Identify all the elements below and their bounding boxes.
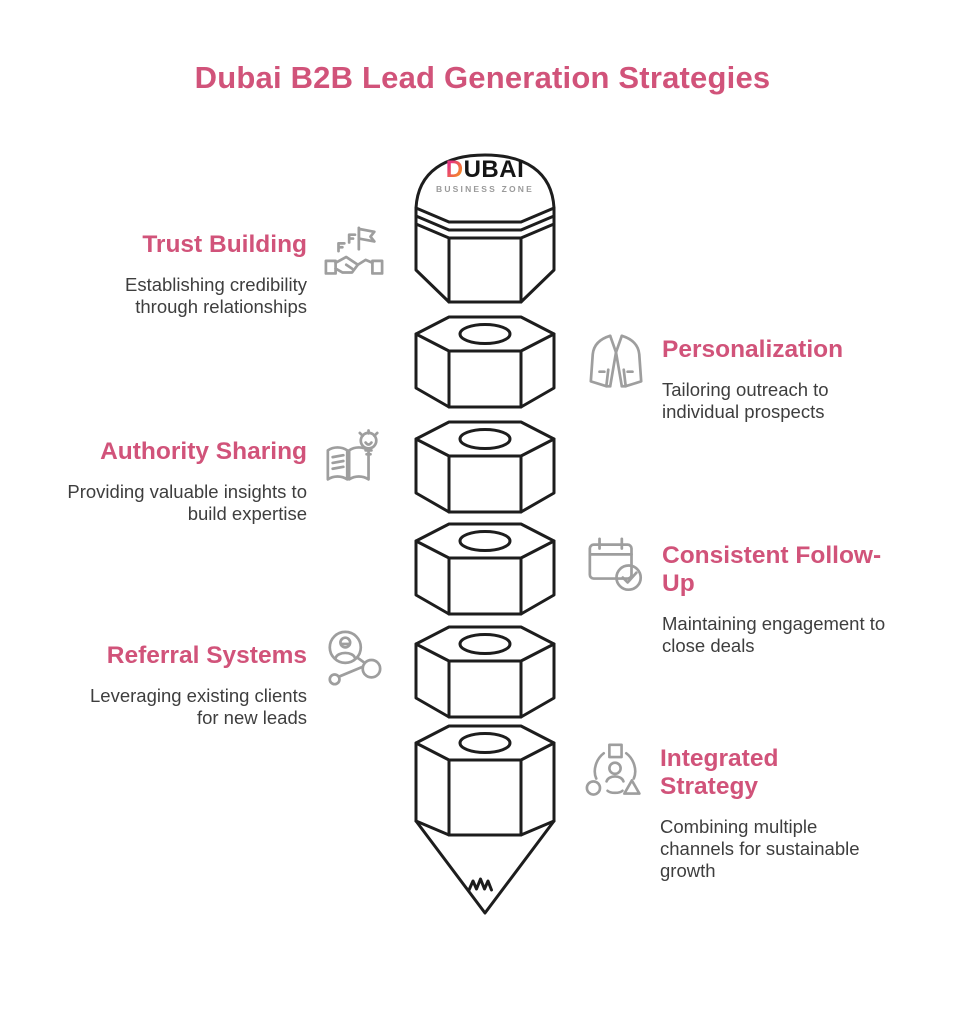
suit-jacket-icon xyxy=(585,330,647,394)
item-description: Providing valuable insights to build exp… xyxy=(67,481,307,524)
item-heading: Integrated Strategy xyxy=(660,745,779,801)
strategy-item-referral-systems: Referral Systems Leveraging existing cli… xyxy=(72,630,385,729)
logo-subtitle: BUSINESS ZONE xyxy=(435,184,535,194)
item-description: Tailoring outreach to individual prospec… xyxy=(662,379,829,422)
strategy-item-trust-building: Trust Building Establishing credibility … xyxy=(87,226,385,318)
pencil-segment-1 xyxy=(414,315,556,409)
logo-wordmark: DUBAI xyxy=(412,158,558,182)
item-description: Leveraging existing clients for new lead… xyxy=(90,685,307,728)
strategy-item-personalization: Personalization Tailoring outreach to in… xyxy=(585,330,872,423)
item-description: Combining multiple channels for sustaina… xyxy=(660,816,860,881)
item-description: Maintaining engagement to close deals xyxy=(662,613,886,657)
strategy-item-consistent-follow-up: Consistent Follow-Up Maintaining engagem… xyxy=(585,534,902,657)
logo-letters-rest: UBAI xyxy=(463,156,525,183)
calendar-check-icon xyxy=(585,534,647,596)
page-title: Dubai B2B Lead Generation Strategies xyxy=(194,60,771,95)
item-heading: Authority Sharing xyxy=(100,438,307,465)
pencil-tip-segment xyxy=(414,724,556,915)
book-lightbulb-icon xyxy=(323,429,385,492)
dubai-business-zone-logo: DUBAI BUSINESS ZONE xyxy=(412,158,558,194)
handshake-flag-icon xyxy=(323,225,385,287)
item-heading: Personalization xyxy=(662,336,844,363)
item-heading: Referral Systems xyxy=(106,642,307,669)
logo-letter-d: D xyxy=(445,156,464,183)
item-description: Establishing credibility through relatio… xyxy=(124,274,307,317)
pencil-segment-3 xyxy=(414,522,556,616)
item-heading: Trust Building xyxy=(142,231,307,258)
pencil-segment-2 xyxy=(414,420,556,514)
referral-network-icon xyxy=(323,628,385,690)
person-shapes-icon xyxy=(585,742,645,802)
strategy-item-authority-sharing: Authority Sharing Providing valuable ins… xyxy=(67,429,385,525)
pencil-graphic: DUBAI BUSINESS ZONE xyxy=(412,148,558,920)
strategy-item-integrated-strategy: Integrated Strategy Combining multiple c… xyxy=(585,742,875,882)
pencil-segment-4 xyxy=(414,625,556,719)
item-heading: Consistent Follow-Up xyxy=(662,542,882,598)
pencil-eraser-cap xyxy=(414,153,556,304)
